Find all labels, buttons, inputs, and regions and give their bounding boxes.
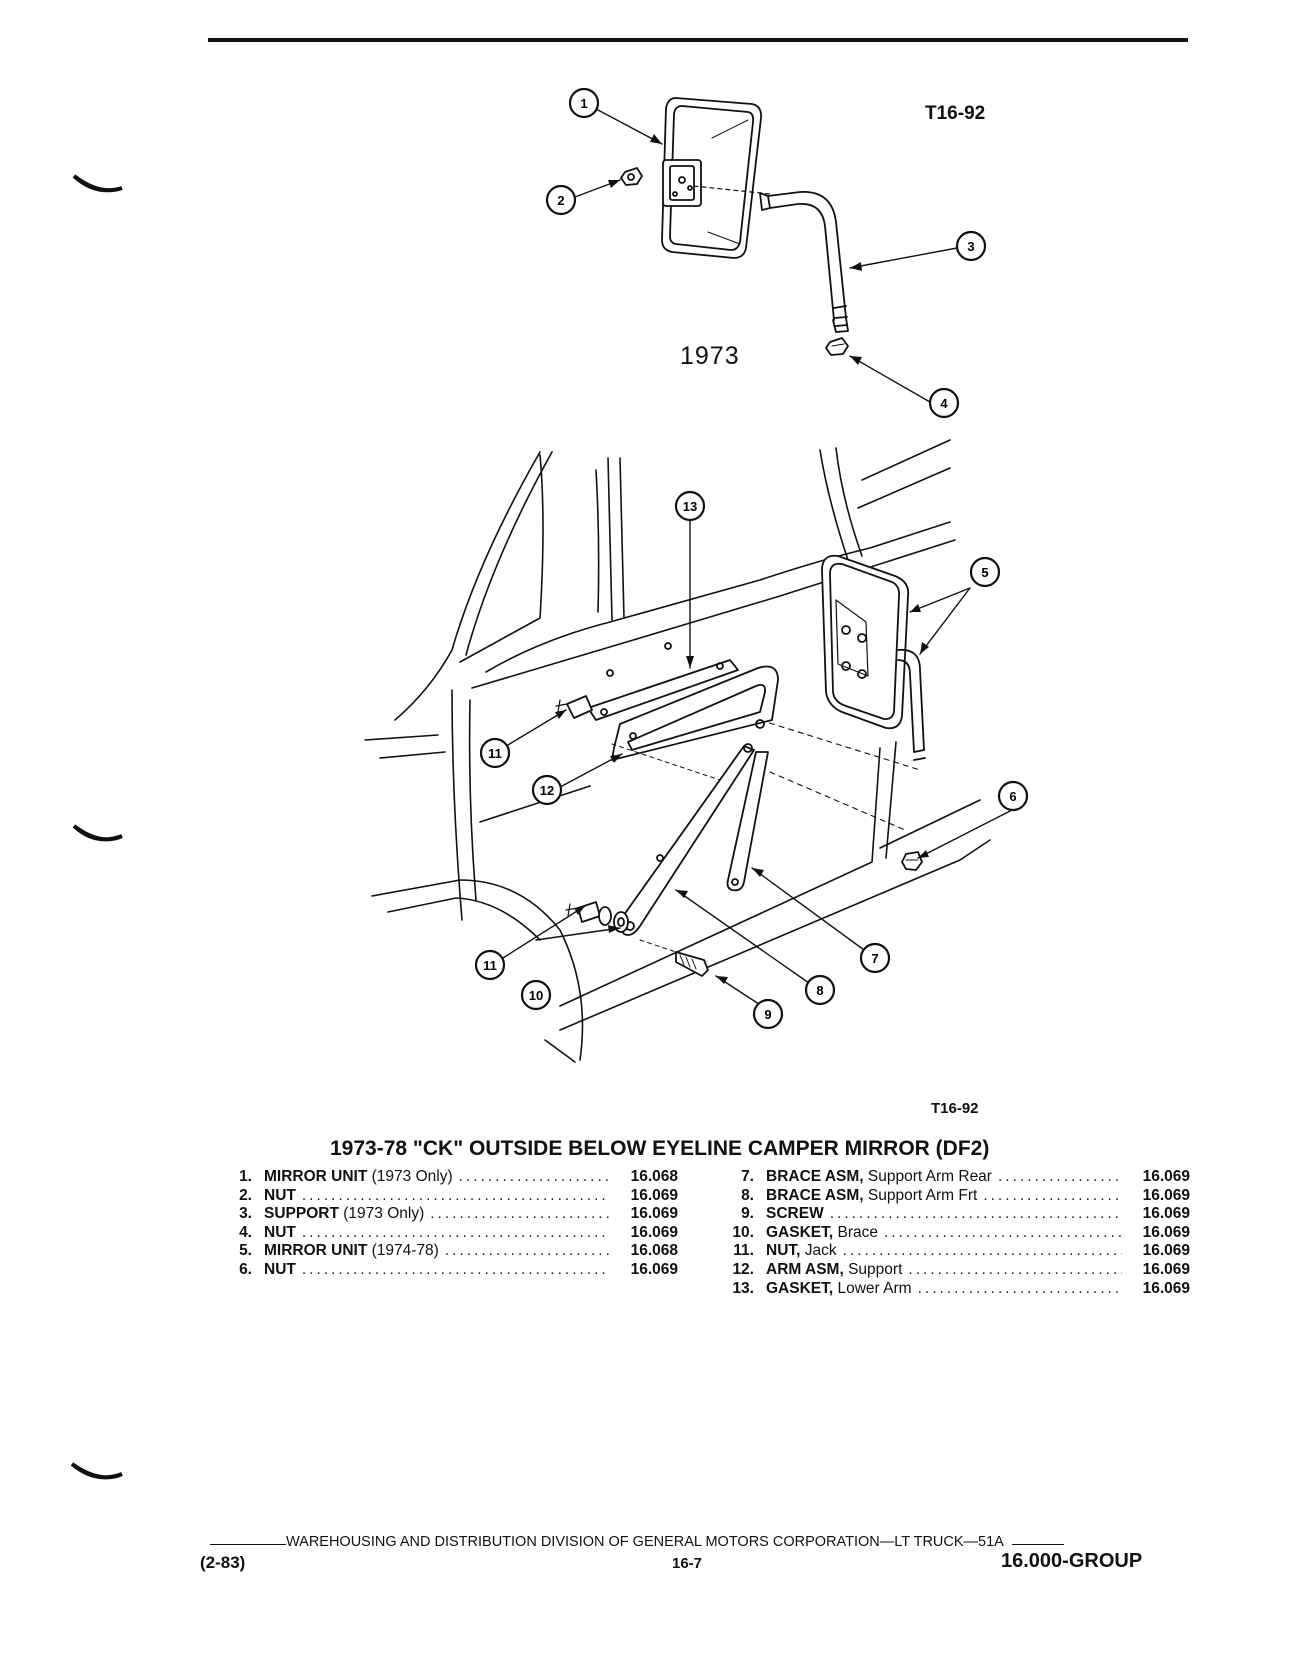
brace-rear — [726, 751, 769, 892]
callout-11-lower: 11 — [474, 949, 506, 981]
exploded-view-illustration: 1 2 3 4 13 5 11 12 6 11 10 7 8 9 — [72, 87, 1029, 1063]
callout-9: 9 — [752, 998, 784, 1030]
footer-division-text: WAREHOUSING AND DISTRIBUTION DIVISION OF… — [286, 1534, 1004, 1550]
figure-code-top: T16-92 — [925, 103, 986, 124]
footer-rule-left — [210, 1543, 286, 1545]
part-row: 11. NUT, Jack ..........................… — [733, 1242, 1190, 1260]
footer-rule-right — [1011, 1543, 1064, 1545]
brace-gasket — [613, 911, 629, 933]
callout-10: 10 — [520, 979, 552, 1011]
svg-text:6: 6 — [1009, 789, 1016, 804]
arrowheads — [555, 134, 929, 984]
svg-text:1: 1 — [580, 96, 587, 111]
callout-5: 5 — [969, 556, 1001, 588]
svg-text:7: 7 — [871, 951, 878, 966]
part-row: 2. NUT .................................… — [239, 1186, 678, 1204]
top-rule — [208, 38, 1188, 42]
group-number: 16.000-GROUP — [1001, 1550, 1143, 1572]
screw — [639, 939, 709, 977]
svg-text:9: 9 — [764, 1007, 771, 1022]
part-row: 12. ARM ASM, Support ...................… — [732, 1260, 1190, 1278]
callout-3: 3 — [955, 230, 987, 262]
part-row: 13. GASKET, Lower Arm ..................… — [732, 1279, 1190, 1297]
callout-7: 7 — [859, 942, 891, 974]
parts-list-right: 7. BRACE ASM, Support Arm Rear .........… — [720, 1168, 1190, 1298]
mirror-1973 — [661, 97, 771, 259]
part-row: 4. NUT .................................… — [239, 1223, 678, 1241]
nut-6 — [901, 851, 923, 871]
part-row: 1. MIRROR UNIT (1973 Only) .............… — [239, 1168, 678, 1185]
part-row: 9. SCREW ...............................… — [741, 1205, 1190, 1223]
callout-8: 8 — [804, 974, 836, 1006]
callout-2: 2 — [545, 184, 577, 216]
svg-text:11: 11 — [488, 746, 502, 761]
callout-1: 1 — [568, 87, 600, 119]
part-row: 3. SUPPORT (1973 Only) .................… — [239, 1205, 678, 1223]
part-row: 10. GASKET, Brace ......................… — [732, 1223, 1190, 1241]
page-number: 16-7 — [672, 1555, 703, 1572]
binder-marks — [72, 174, 123, 842]
svg-text:12: 12 — [540, 783, 554, 798]
svg-text:2: 2 — [557, 193, 564, 208]
figure-code-bottom: T16-92 — [931, 1100, 979, 1117]
svg-text:3: 3 — [967, 239, 974, 254]
callout-6: 6 — [997, 780, 1029, 812]
nut-4 — [825, 337, 849, 356]
svg-text:4: 4 — [940, 396, 948, 411]
support-arm-1973 — [759, 191, 849, 333]
nut-2 — [620, 167, 643, 186]
gasket-lower-arm — [587, 642, 739, 721]
support-arm — [611, 665, 779, 781]
svg-text:8: 8 — [816, 983, 823, 998]
leader-lines — [502, 109, 1013, 1011]
footer-division-line: WAREHOUSING AND DISTRIBUTION DIVISION OF… — [210, 1534, 1180, 1550]
jack-nut-upper — [555, 695, 593, 719]
part-row: 7. BRACE ASM, Support Arm Rear .........… — [741, 1168, 1190, 1185]
part-row: 5. MIRROR UNIT (1974-78) ...............… — [239, 1242, 678, 1260]
callout-11-upper: 11 — [479, 737, 511, 769]
part-row: 6. NUT .................................… — [239, 1260, 678, 1278]
footer-date: (2-83) — [200, 1553, 246, 1572]
callout-4: 4 — [928, 387, 960, 419]
svg-text:13: 13 — [683, 499, 697, 514]
year-label: 1973 — [680, 342, 740, 370]
section-title: 1973-78 "CK" OUTSIDE BELOW EYELINE CAMPE… — [330, 1137, 990, 1160]
mirror-1974-78 — [759, 554, 926, 831]
parts-list-left: 1. MIRROR UNIT (1973 Only) .............… — [218, 1168, 678, 1280]
part-row: 8. BRACE ASM, Support Arm Frt ..........… — [741, 1186, 1190, 1204]
svg-text:10: 10 — [529, 988, 543, 1003]
callout-12: 12 — [531, 774, 563, 806]
svg-text:5: 5 — [981, 565, 988, 580]
callout-13: 13 — [674, 490, 706, 522]
brace-front — [618, 743, 755, 936]
svg-text:11: 11 — [483, 958, 497, 973]
door-outline — [364, 439, 991, 1063]
